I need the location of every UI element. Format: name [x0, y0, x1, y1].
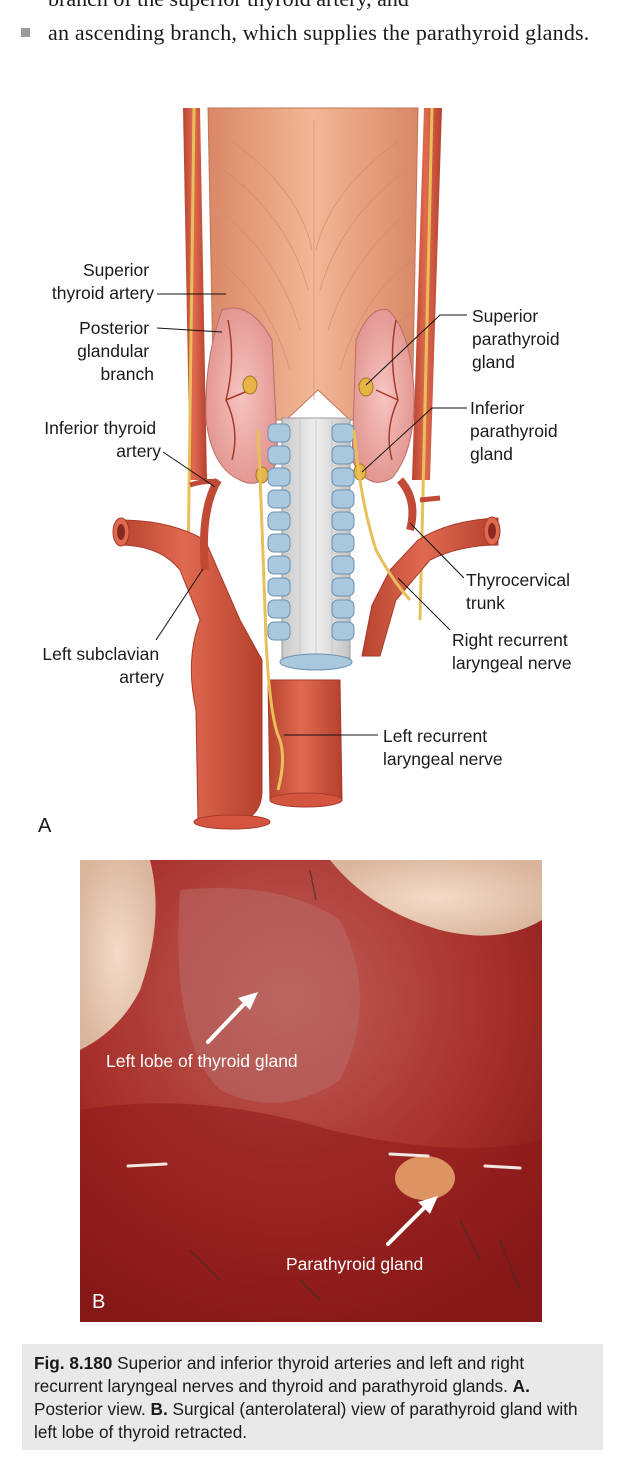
label-superior-thyroid-artery: Superior thyroid artery — [52, 260, 154, 303]
figure-b-labels: Left lobe of thyroid gland Parathyroid g… — [106, 1051, 423, 1274]
panel-label-a: A — [38, 815, 52, 837]
figure-b-surgical-photo: Left lobe of thyroid gland Parathyroid g… — [80, 860, 542, 1322]
label-inferior-parathyroid-gland: Inferior parathyroid gland — [470, 398, 562, 464]
figure-a-illustration: Superior thyroid artery Posterior glandu… — [38, 107, 575, 837]
label-thyrocervical-trunk: Thyrocervical trunk — [466, 570, 575, 613]
label-right-recurrent-laryngeal-nerve: Right recurrent laryngeal nerve — [452, 630, 573, 673]
photo-arrows — [206, 992, 438, 1246]
label-superior-parathyroid-gland: Superior parathyroid gland — [472, 306, 564, 372]
label-left-subclavian-artery: Left subclavian artery — [42, 644, 164, 687]
bullet-marker — [21, 28, 30, 37]
anatomy-drawing — [112, 107, 501, 830]
label-parathyroid-gland: Parathyroid gland — [286, 1254, 423, 1274]
label-inferior-thyroid-artery: Inferior thyroid artery — [44, 418, 161, 461]
caption-fig-number: Fig. 8.180 — [34, 1353, 113, 1373]
figure-caption: Fig. 8.180 Superior and inferior thyroid… — [22, 1344, 603, 1450]
bullet-item-text: an ascending branch, which supplies the … — [48, 20, 590, 45]
caption-text-3: Surgical (anterolateral) view of parathy… — [34, 1399, 578, 1442]
caption-text-1: Superior and inferior thyroid arteries a… — [34, 1353, 525, 1396]
photo-background — [80, 860, 542, 1322]
leader-lines — [155, 293, 467, 736]
label-left-recurrent-laryngeal-nerve: Left recurrent laryngeal nerve — [383, 726, 503, 769]
label-left-lobe-thyroid: Left lobe of thyroid gland — [106, 1051, 298, 1071]
caption-label-a: A. — [512, 1376, 530, 1396]
figure-a-labels: Superior thyroid artery Posterior glandu… — [42, 260, 575, 769]
label-posterior-glandular-branch: Posterior glandular branch — [77, 318, 154, 384]
caption-label-b: B. — [150, 1399, 168, 1419]
panel-label-b: B — [92, 1291, 105, 1313]
cut-off-text-line: branch of the superior thyroid artery, a… — [48, 0, 409, 12]
caption-text-2: Posterior view. — [34, 1399, 151, 1419]
